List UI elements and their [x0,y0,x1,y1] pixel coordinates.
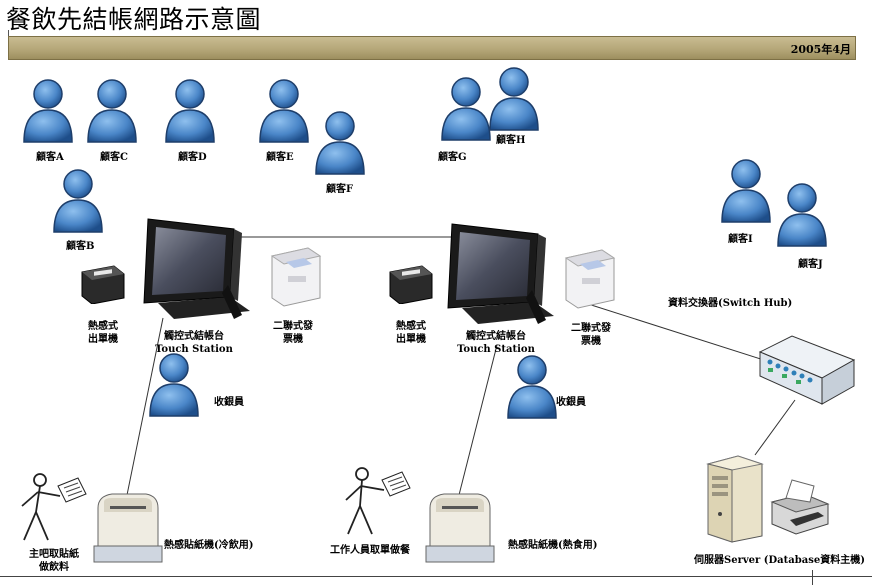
left-thermal-printer-icon [78,262,126,308]
kitchen-worker-icon [340,464,414,542]
customer-i-label: 顧客I [728,234,753,245]
server-tower-icon [702,452,768,548]
left-thermal-printer-label: 熱感式 出單機 [88,321,118,345]
customer-a-icon [20,76,76,144]
right-cashier-label: 收銀員 [556,397,586,408]
right-invoice-printer-label: 二聯式發 票機 [571,323,611,347]
customer-c-label: 顧客C [100,152,128,163]
bottom-tick [812,570,813,585]
left-touch-station-icon [138,215,256,327]
customer-g-icon [438,74,494,142]
customer-h-icon [486,64,542,132]
right-touch-station-icon [442,220,560,332]
wire-switch-to-server [754,399,796,456]
customer-f-icon [312,108,368,176]
hot-label-printer-icon [424,488,496,570]
right-thermal-printer-label: 熱感式 出單機 [396,321,426,345]
left-touch-station-label: 觸控式結帳台 Touch Station [155,331,233,355]
customer-b-label: 顧客B [66,241,95,252]
switch-hub-icon [758,330,856,414]
date-label: 2005年4月 [790,43,851,56]
cold-label-printer-label: 熱感貼紙機(冷飲用) [164,540,254,551]
bar-worker-label: 主吧取貼紙 做飲料 [29,549,79,573]
customer-g-label: 顧客G [438,152,467,163]
customer-i-icon [718,156,774,224]
customer-d-icon [162,76,218,144]
customer-h-label: 顧客H [496,135,526,146]
server-label: 伺服器Server (Database資料主機) [694,555,865,566]
right-touch-station-label: 觸控式結帳台 Touch Station [457,331,535,355]
server-printer-icon [768,476,832,542]
wire-right-to-switch [584,302,771,363]
page-title: 餐飲先結帳網路示意圖 [6,5,262,34]
customer-e-label: 顧客E [266,152,294,163]
left-invoice-printer-icon [268,242,322,314]
left-invoice-printer-label: 二聯式發 票機 [273,321,313,345]
right-invoice-printer-icon [562,244,616,316]
title-bar: 2005年4月 [8,36,856,60]
left-cashier-label: 收銀員 [214,397,244,408]
wire-right-to-hot-printer [458,344,498,496]
hot-label-printer-label: 熱感貼紙機(熱食用) [508,540,598,551]
customer-b-icon [50,166,106,234]
bar-worker-icon [14,470,88,548]
customer-j-label: 顧客J [798,259,823,270]
customer-f-label: 顧客F [326,184,354,195]
bottom-rule [0,576,872,577]
wire-left-to-cold-printer [126,317,164,496]
customer-a-label: 顧客A [36,152,64,163]
cold-label-printer-icon [92,488,164,570]
left-cashier-icon [146,350,202,418]
customer-j-icon [774,180,830,248]
customer-c-icon [84,76,140,144]
switch-label: 資料交換器(Switch Hub) [668,298,793,309]
right-thermal-printer-icon [386,262,434,308]
customer-d-label: 顧客D [178,152,207,163]
right-cashier-icon [504,352,560,420]
customer-e-icon [256,76,312,144]
kitchen-worker-label: 工作人員取單做餐 [330,545,410,556]
